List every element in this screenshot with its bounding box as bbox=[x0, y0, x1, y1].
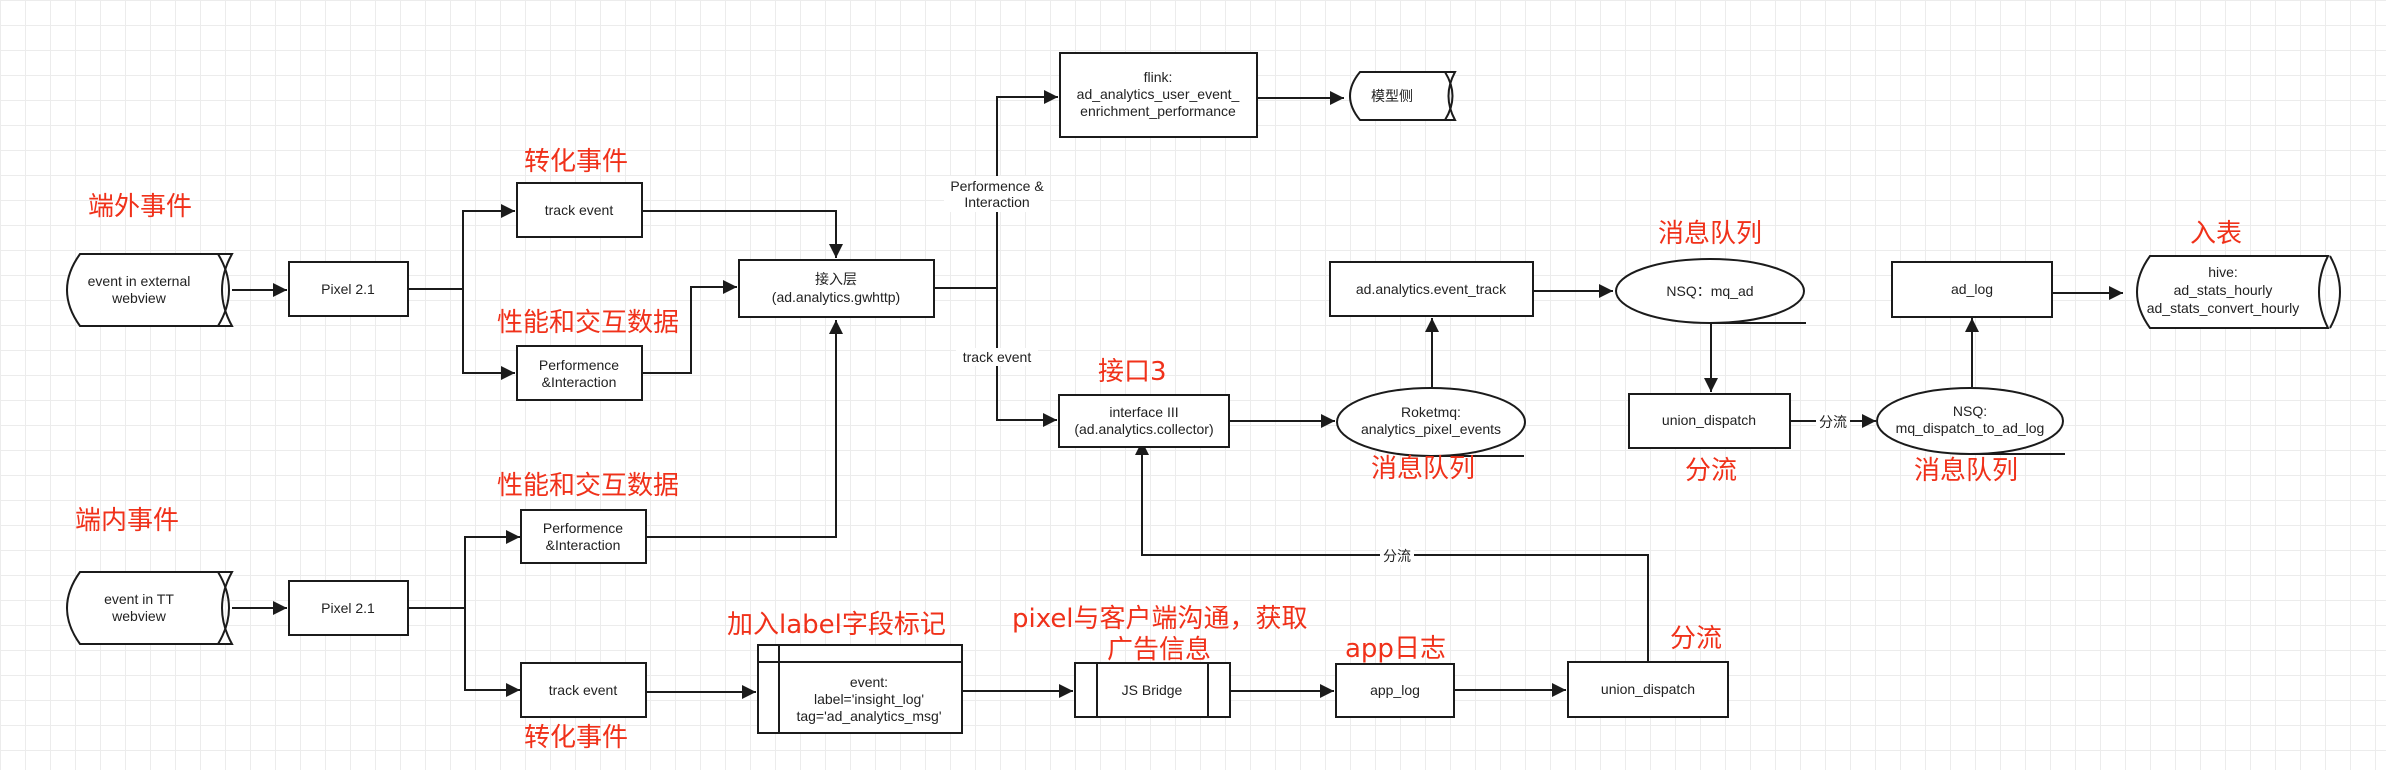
collector-line1: interface III bbox=[1109, 404, 1178, 420]
perf-top-line2: &Interaction bbox=[542, 374, 617, 390]
nsq-ad-label: NSQ：mq_ad bbox=[1666, 283, 1753, 299]
perf-bottom-line2: &Interaction bbox=[546, 537, 621, 553]
rocketmq-line1: Roketmq: bbox=[1401, 404, 1461, 420]
union-dispatch-top-node[interactable]: union_dispatch bbox=[1628, 393, 1791, 449]
hive-line3: ad_stats_convert_hourly bbox=[2147, 300, 2300, 316]
pixel-bottom-label: Pixel 2.1 bbox=[321, 600, 375, 616]
ad-log-node[interactable]: ad_log bbox=[1891, 261, 2053, 318]
hive-line1: hive: bbox=[2208, 264, 2238, 280]
collector-line2: (ad.analytics.collector) bbox=[1074, 421, 1213, 437]
anno-external-events: 端外事件 bbox=[88, 192, 192, 222]
edge-labels: Performence & Interaction track event 分流… bbox=[944, 176, 1850, 565]
flink-line1: flink: bbox=[1144, 69, 1173, 85]
js-bridge-label: JS Bridge bbox=[1122, 682, 1183, 698]
track-event-top-node[interactable]: track event bbox=[516, 182, 643, 238]
model-side-node[interactable]: 模型侧 bbox=[1349, 71, 1457, 121]
tt-source-node[interactable]: event in TT webview bbox=[66, 571, 234, 645]
tt-source-line1: event in TT bbox=[104, 591, 174, 607]
edge-perf-bottom-to-access bbox=[646, 320, 843, 538]
ext-source-line2: webview bbox=[111, 290, 167, 306]
anno-add-label: 加入label字段标记 bbox=[727, 610, 946, 640]
anno-mq-nsq-dispatch: 消息队列 bbox=[1914, 456, 2018, 486]
access-layer-line2: (ad.analytics.gwhttp) bbox=[772, 289, 900, 305]
pixel-top-node[interactable]: Pixel 2.1 bbox=[288, 261, 409, 317]
union-dispatch-top-label: union_dispatch bbox=[1662, 412, 1756, 428]
edge-label-perf-line1: Performence & bbox=[950, 178, 1044, 194]
event-track-label: ad.analytics.event_track bbox=[1356, 281, 1507, 297]
nsq-dispatch-line2: mq_dispatch_to_ad_log bbox=[1896, 420, 2045, 436]
edge-pixel-to-perf-bottom bbox=[408, 530, 520, 609]
edge-access-to-collector bbox=[996, 288, 1057, 427]
js-bridge-node[interactable]: JS Bridge bbox=[1074, 662, 1231, 718]
edge-track-to-access bbox=[642, 210, 843, 258]
model-side-label: 模型侧 bbox=[1371, 88, 1413, 104]
union-dispatch-bottom-label: union_dispatch bbox=[1601, 681, 1695, 697]
edge-label-split-back: 分流 bbox=[1383, 548, 1411, 564]
app-log-label: app_log bbox=[1370, 682, 1420, 698]
perf-bottom-node[interactable]: Performence &Interaction bbox=[520, 509, 647, 564]
anno-into-table: 入表 bbox=[2190, 219, 2242, 249]
nsq-dispatch-node[interactable]: NSQ: mq_dispatch_to_ad_log bbox=[1876, 387, 2065, 455]
anno-app-log: app日志 bbox=[1345, 634, 1446, 664]
ext-source-line1: event in external bbox=[88, 273, 191, 289]
anno-mq-rocket: 消息队列 bbox=[1371, 454, 1475, 484]
edge-pixel-to-track bbox=[408, 204, 515, 290]
anno-perf-data-top: 性能和交互数据 bbox=[497, 308, 679, 338]
collector-node[interactable]: interface III (ad.analytics.collector) bbox=[1058, 394, 1230, 448]
access-layer-line1: 接入层 bbox=[815, 271, 857, 287]
edge-pixel-to-track-bottom bbox=[464, 608, 520, 697]
label-event-line1: event: bbox=[850, 674, 888, 690]
label-event-node[interactable]: event: label='insight_log' tag='ad_analy… bbox=[757, 644, 963, 734]
ad-log-label: ad_log bbox=[1951, 281, 1993, 297]
hive-line2: ad_stats_hourly bbox=[2174, 282, 2273, 298]
anno-pixel-client-line2: 广告信息 bbox=[1107, 635, 1211, 665]
flink-line3: enrichment_performance bbox=[1080, 103, 1236, 119]
label-event-line2: label='insight_log' bbox=[814, 691, 924, 707]
anno-perf-data-bottom: 性能和交互数据 bbox=[497, 471, 679, 501]
anno-mq-nsq-ad: 消息队列 bbox=[1658, 219, 1762, 249]
app-log-node[interactable]: app_log bbox=[1335, 663, 1455, 718]
pixel-bottom-node[interactable]: Pixel 2.1 bbox=[288, 580, 409, 636]
rocketmq-node[interactable]: Roketmq: analytics_pixel_events bbox=[1336, 387, 1526, 457]
anno-pixel-client-line1: pixel与客户端沟通，获取 bbox=[1012, 604, 1308, 634]
anno-split-bottom: 分流 bbox=[1670, 624, 1722, 654]
access-layer-node[interactable]: 接入层 (ad.analytics.gwhttp) bbox=[738, 259, 935, 318]
annotations: 端外事件 端内事件 转化事件 性能和交互数据 性能和交互数据 转化事件 接口3 … bbox=[75, 147, 2242, 753]
flink-node[interactable]: flink: ad_analytics_user_event_ enrichme… bbox=[1059, 52, 1258, 138]
edge-pixel-to-perf bbox=[462, 289, 515, 380]
pixel-top-label: Pixel 2.1 bbox=[321, 281, 375, 297]
anno-split-union-top: 分流 bbox=[1685, 456, 1737, 486]
hive-node[interactable]: hive: ad_stats_hourly ad_stats_convert_h… bbox=[2136, 255, 2341, 329]
ext-source-node[interactable]: event in external webview bbox=[66, 253, 234, 327]
nsq-dispatch-line1: NSQ: bbox=[1953, 403, 1987, 419]
nsq-ad-node[interactable]: NSQ：mq_ad bbox=[1615, 258, 1806, 324]
track-event-bottom-node[interactable]: track event bbox=[520, 662, 647, 718]
anno-conversion-bottom: 转化事件 bbox=[524, 723, 628, 753]
perf-bottom-line1: Performence bbox=[543, 520, 623, 536]
perf-top-line1: Performence bbox=[539, 357, 619, 373]
edge-label-track-event: track event bbox=[963, 349, 1032, 365]
flink-line2: ad_analytics_user_event_ bbox=[1077, 86, 1240, 102]
label-event-line3: tag='ad_analytics_msg' bbox=[796, 708, 941, 724]
track-event-top-label: track event bbox=[545, 202, 614, 218]
rocketmq-line2: analytics_pixel_events bbox=[1361, 421, 1501, 437]
event-track-node[interactable]: ad.analytics.event_track bbox=[1329, 261, 1534, 317]
anno-interface3: 接口3 bbox=[1098, 357, 1167, 387]
edge-label-split-top: 分流 bbox=[1819, 414, 1847, 430]
edge-label-perf-line2: Interaction bbox=[964, 194, 1029, 210]
tt-source-line2: webview bbox=[111, 608, 167, 624]
anno-conversion-top: 转化事件 bbox=[524, 147, 628, 177]
track-event-bottom-label: track event bbox=[549, 682, 618, 698]
union-dispatch-bottom-node[interactable]: union_dispatch bbox=[1567, 661, 1729, 718]
perf-top-node[interactable]: Performence &Interaction bbox=[516, 345, 643, 401]
anno-internal-events: 端内事件 bbox=[75, 506, 179, 536]
edge-perf-to-access bbox=[642, 280, 737, 374]
